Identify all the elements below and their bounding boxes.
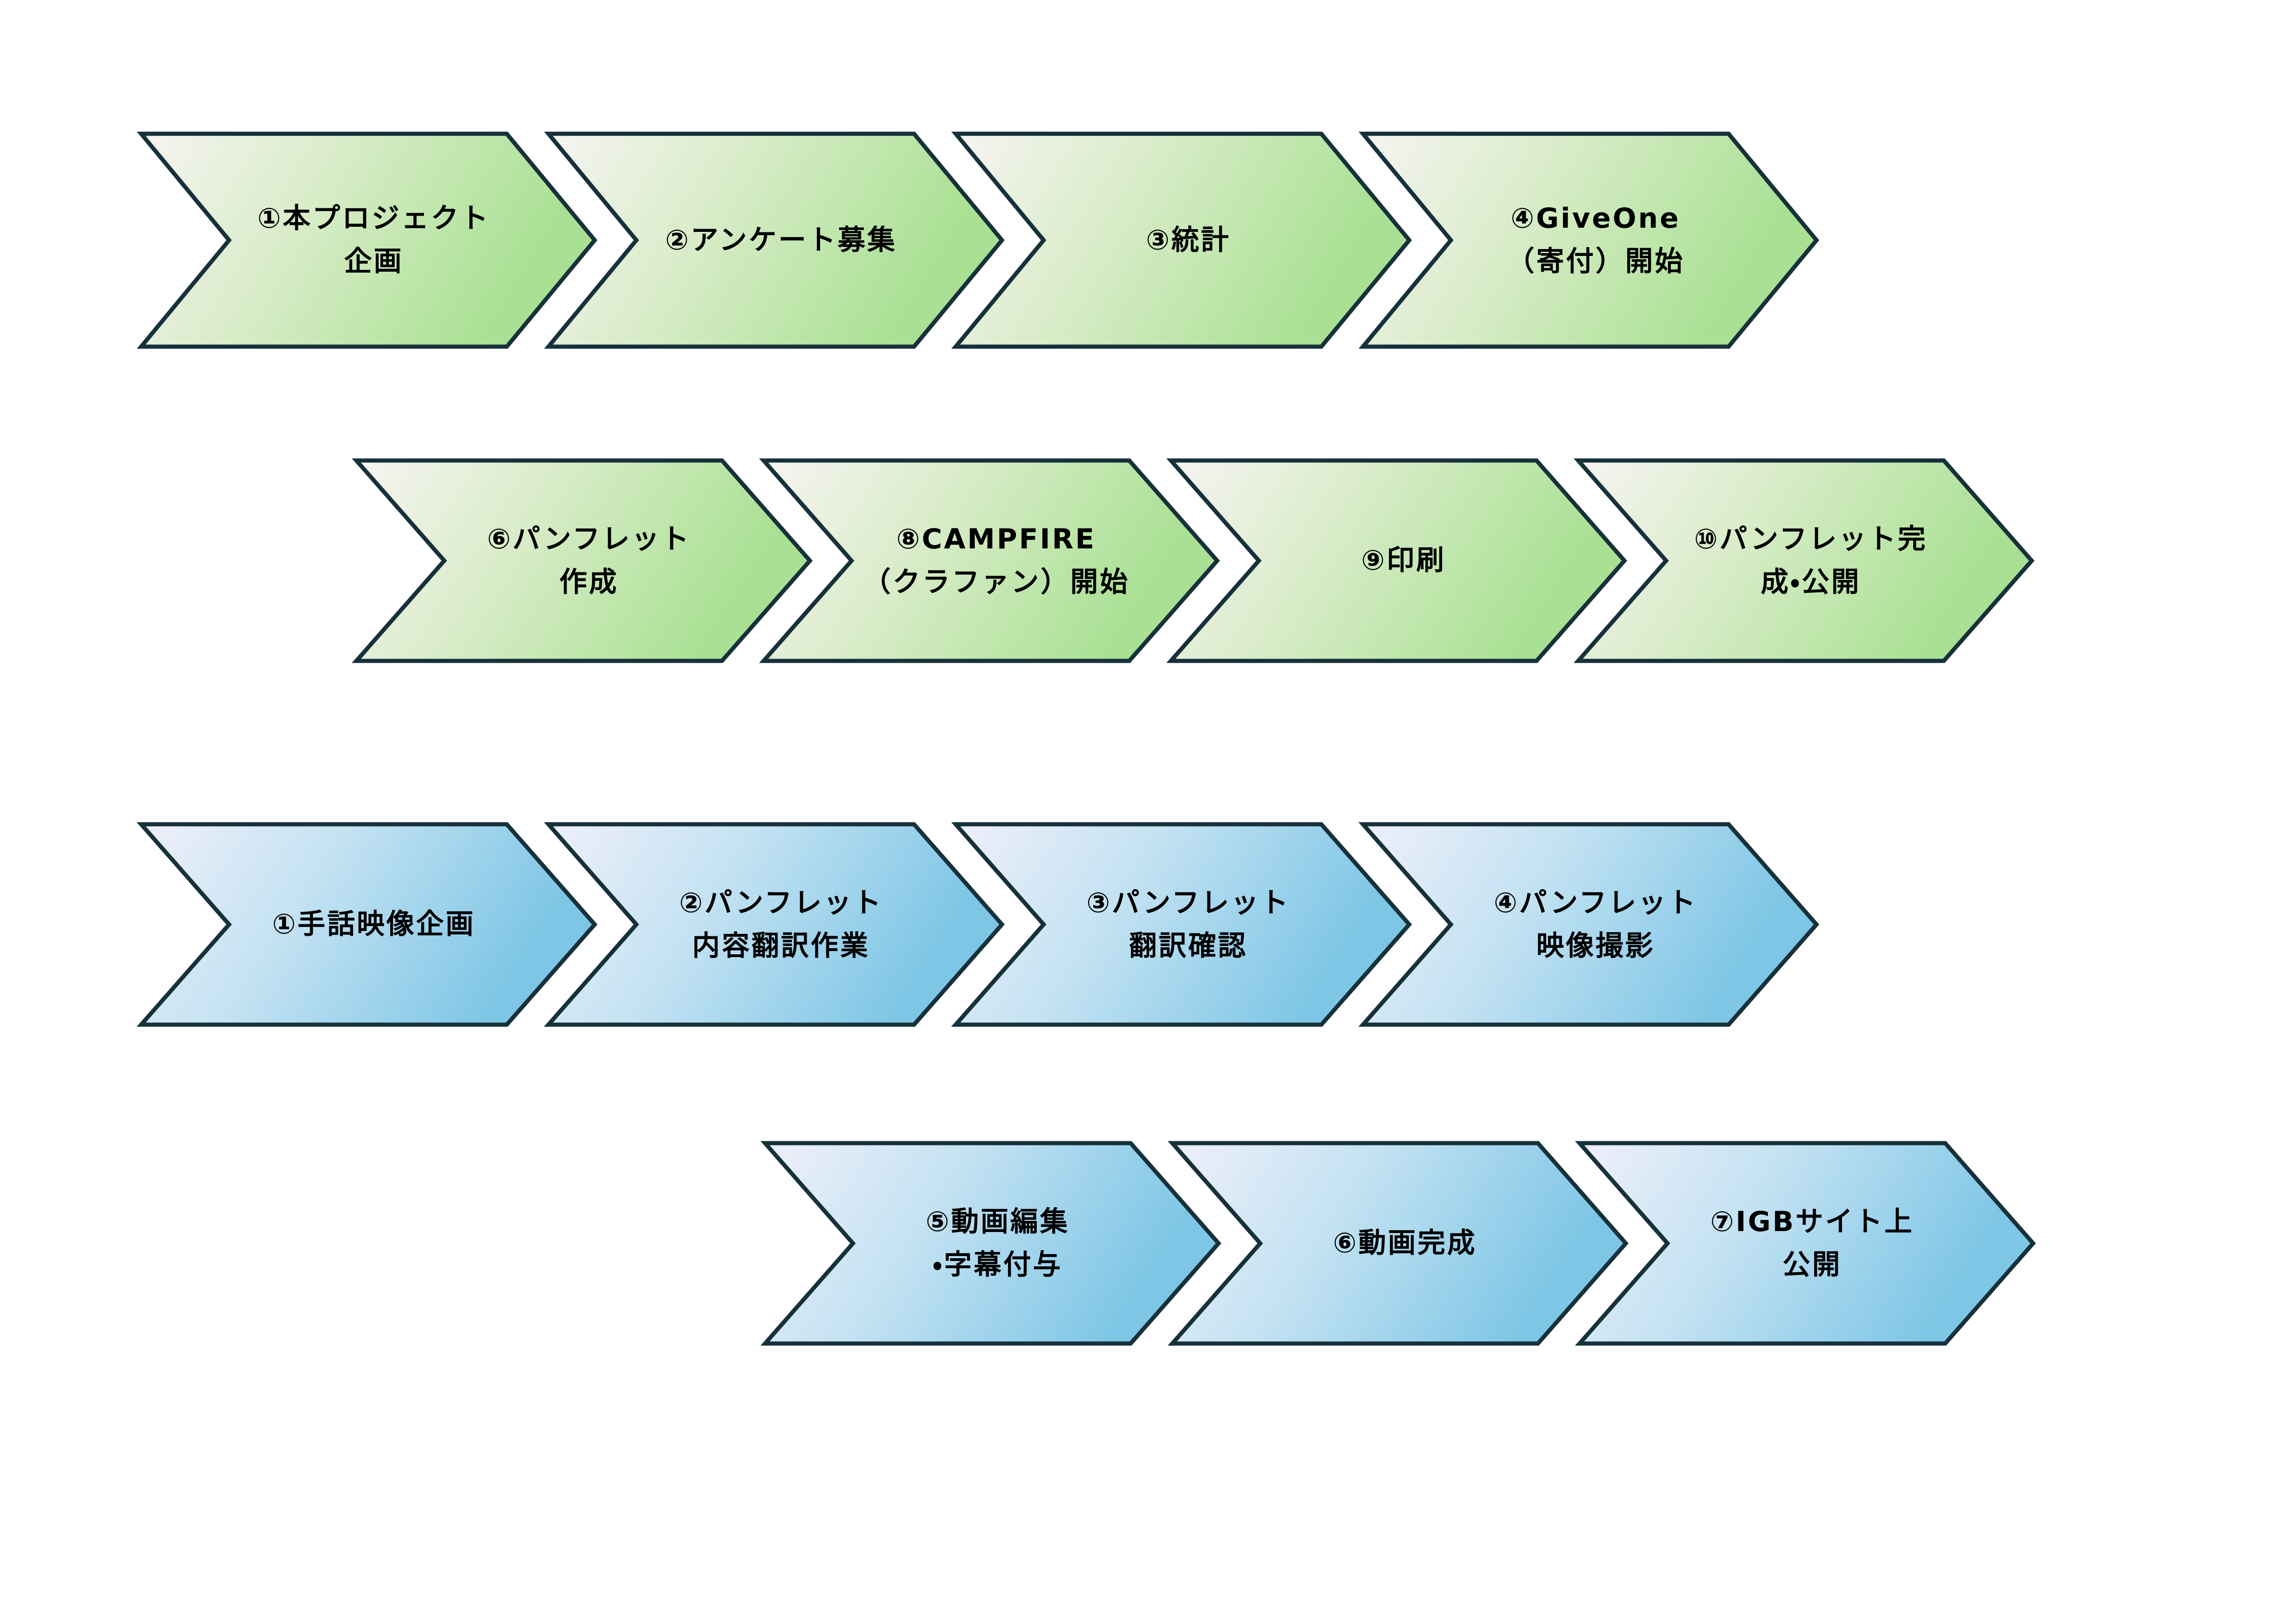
chevron-shape (1166, 458, 1627, 663)
step-label: ③統計 (956, 134, 1409, 347)
step-label-line: ①手話映像企画 (272, 908, 475, 940)
chevron-shape (1574, 458, 2035, 663)
step-label-line: ⑥動画完成 (1333, 1227, 1477, 1259)
step-label: ①本プロジェクト企画 (141, 134, 595, 347)
process-step-arrow: ④GiveOne （寄付）開始 (1358, 131, 1819, 349)
chevron-shape (1575, 1141, 2036, 1346)
process-step-arrow: ②パンフレット内容翻訳作業 (544, 822, 1005, 1027)
step-label-line: 作成 (559, 566, 619, 598)
chevron-shape (1168, 1141, 1629, 1346)
process-step-arrow: ⑨印刷 (1166, 458, 1627, 663)
process-step-arrow: ①手話映像企画 (137, 822, 597, 1027)
chevron-shape (951, 822, 1412, 1027)
process-step-arrow: ⑦IGBサイト上公開 (1575, 1141, 2036, 1346)
chevron-shape (1358, 131, 1819, 349)
process-step-arrow: ⑥動画完成 (1168, 1141, 1629, 1346)
step-label-line: ・字幕付与 (933, 1248, 1063, 1281)
step-label: ⑦IGBサイト上公開 (1580, 1143, 2033, 1344)
process-step-arrow: ⑩パンフレット完成・公開 (1574, 458, 2035, 663)
step-label: ③パンフレット翻訳確認 (956, 824, 1409, 1025)
step-label: ⑨印刷 (1171, 460, 1624, 661)
chevron-shape (951, 131, 1412, 349)
chevron-shape (544, 822, 1005, 1027)
step-label: ④パンフレット映像撮影 (1363, 824, 1817, 1025)
step-label-line: ③統計 (1146, 224, 1231, 256)
process-step-arrow: ⑥パンフレット作成 (352, 458, 813, 663)
chevron-shape (1358, 822, 1819, 1027)
chevron-shape (544, 131, 1005, 349)
step-label-line: 映像撮影 (1536, 929, 1655, 962)
step-label: ④GiveOne （寄付）開始 (1363, 134, 1817, 347)
step-label-line: ①本プロジェクト (257, 202, 490, 235)
step-label-line: 翻訳確認 (1129, 929, 1248, 962)
process-step-arrow: ④パンフレット映像撮影 (1358, 822, 1819, 1027)
process-step-arrow: ⑧CAMPFIRE （クラファン）開始 (759, 458, 1220, 663)
step-label: ⑩パンフレット完成・公開 (1578, 460, 2032, 661)
process-step-arrow: ②アンケート募集 (544, 131, 1005, 349)
step-label-line: ②パンフレット (679, 886, 883, 919)
process-step-arrow: ③パンフレット翻訳確認 (951, 822, 1412, 1027)
step-label-line: ⑨印刷 (1361, 544, 1446, 577)
chevron-shape (137, 131, 597, 349)
step-label: ②アンケート募集 (548, 134, 1002, 347)
step-label: ②パンフレット内容翻訳作業 (548, 824, 1002, 1025)
chevron-shape (137, 822, 597, 1027)
step-label-line: ④パンフレット (1493, 886, 1698, 919)
step-label-line: ⑥パンフレット (487, 523, 691, 555)
step-label: ①手話映像企画 (141, 824, 595, 1025)
step-label-line: 内容翻訳作業 (692, 929, 870, 962)
step-label-line: ③パンフレット (1086, 886, 1290, 919)
step-label: ⑤動画編集・字幕付与 (765, 1143, 1219, 1344)
step-label-line: ⑩パンフレット完 (1694, 523, 1928, 555)
step-label-line: 成・公開 (1761, 566, 1861, 598)
step-label-line: ⑤動画編集 (926, 1205, 1070, 1238)
step-label: ⑥動画完成 (1172, 1143, 1626, 1344)
step-label: ⑧CAMPFIRE （クラファン）開始 (764, 460, 1217, 661)
process-step-arrow: ⑤動画編集・字幕付与 (760, 1141, 1221, 1346)
step-label-line: ⑧CAMPFIRE (896, 523, 1096, 555)
step-label-line: ④GiveOne (1511, 202, 1680, 235)
step-label-line: 企画 (344, 245, 404, 278)
step-label-line: （クラファン）開始 (863, 566, 1130, 598)
process-step-arrow: ①本プロジェクト企画 (137, 131, 597, 349)
step-label-line: （寄付）開始 (1506, 245, 1685, 278)
process-step-arrow: ③統計 (951, 131, 1412, 349)
step-label-line: ⑦IGBサイト上 (1710, 1205, 1914, 1238)
step-label-line: ②アンケート募集 (665, 224, 897, 256)
step-label-line: 公開 (1782, 1248, 1842, 1281)
chevron-shape (760, 1141, 1221, 1346)
step-label: ⑥パンフレット作成 (356, 460, 810, 661)
chevron-shape (352, 458, 813, 663)
chevron-shape (759, 458, 1220, 663)
